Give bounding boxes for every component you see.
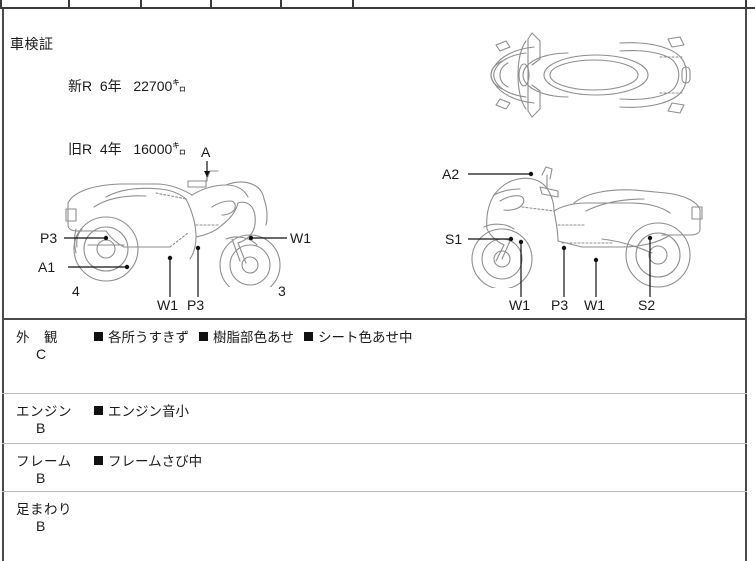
header-divider [68, 0, 70, 7]
scooter-right-side-diagram [462, 163, 722, 288]
grade-value-engine: B [36, 420, 46, 436]
callout-W1-r2: W1 [584, 297, 605, 313]
grade-row-engine: エンジン B エンジン音小 [2, 394, 747, 444]
square-bullet-icon [94, 332, 103, 341]
callout-4: 4 [72, 283, 80, 299]
grade-notes-exterior: 各所うすきず 樹脂部色あせ シート色あせ中 [94, 326, 423, 346]
square-bullet-icon [304, 332, 313, 341]
callout-3: 3 [278, 283, 286, 299]
callout-P3-bottom: P3 [187, 297, 205, 313]
grade-value-exterior: C [36, 346, 47, 362]
header-divider [280, 0, 282, 7]
table-header-strip [0, 0, 755, 9]
header-divider [140, 0, 142, 7]
grade-row-frame: フレーム B フレームさび中 [2, 444, 747, 492]
callout-S2: S2 [638, 297, 656, 313]
note-text: フレームさび中 [108, 454, 203, 469]
grade-label-exterior: 外 観 [16, 330, 58, 345]
note-item: 樹脂部色あせ [199, 326, 294, 346]
grade-notes-frame: フレームさび中 [94, 450, 212, 470]
callout-W1-right: W1 [290, 230, 311, 246]
label-leader-lines [64, 161, 653, 297]
grade-label-engine: エンジン [16, 404, 72, 419]
header-divider [745, 0, 747, 7]
callout-S1: S1 [445, 231, 463, 247]
callout-P3-left: P3 [40, 230, 58, 246]
registration-label: 車検証 [10, 36, 54, 52]
square-bullet-icon [94, 456, 103, 465]
grade-value-frame: B [36, 470, 46, 486]
scooter-left-side-diagram [60, 167, 320, 287]
callout-A2: A2 [442, 166, 460, 182]
grade-label-suspension: 足まわり [16, 502, 72, 517]
callout-A: A [201, 144, 211, 160]
callout-P3-r: P3 [551, 297, 569, 313]
note-text: 樹脂部色あせ [213, 330, 294, 345]
header-divider [210, 0, 212, 7]
callout-A1: A1 [38, 259, 56, 275]
note-item: 各所うすきず [94, 326, 189, 346]
note-text: エンジン音小 [108, 404, 189, 419]
header-divider [0, 0, 2, 7]
registration-line-old: 旧R 4年 16000㌔ [68, 141, 187, 157]
square-bullet-icon [199, 332, 208, 341]
note-item: シート色あせ中 [304, 326, 413, 346]
note-text: 各所うすきず [108, 330, 189, 345]
note-text: シート色あせ中 [318, 330, 413, 345]
header-divider [352, 0, 354, 7]
square-bullet-icon [94, 406, 103, 415]
grade-label-frame: フレーム [16, 454, 72, 469]
scooter-top-view-diagram [470, 25, 710, 123]
grade-row-exterior: 外 観 C 各所うすきず 樹脂部色あせ シート色あせ中 [2, 320, 747, 394]
callout-W1-bottom: W1 [157, 297, 178, 313]
registration-line-new: 新R 6年 22700㌔ [68, 78, 187, 94]
note-item: エンジン音小 [94, 400, 189, 420]
registration-diagram-section: 車検証 新R 6年 22700㌔ 旧R 4年 16000㌔ [2, 11, 747, 320]
grade-value-suspension: B [36, 518, 46, 534]
grade-notes-engine: エンジン音小 [94, 400, 199, 420]
note-item: フレームさび中 [94, 450, 202, 470]
grade-row-suspension: 足まわり B [2, 492, 747, 561]
registration-values: 新R 6年 22700㌔ 旧R 4年 16000㌔ [68, 34, 186, 202]
sheet-frame [2, 9, 747, 561]
callout-W1-r1: W1 [509, 297, 530, 313]
